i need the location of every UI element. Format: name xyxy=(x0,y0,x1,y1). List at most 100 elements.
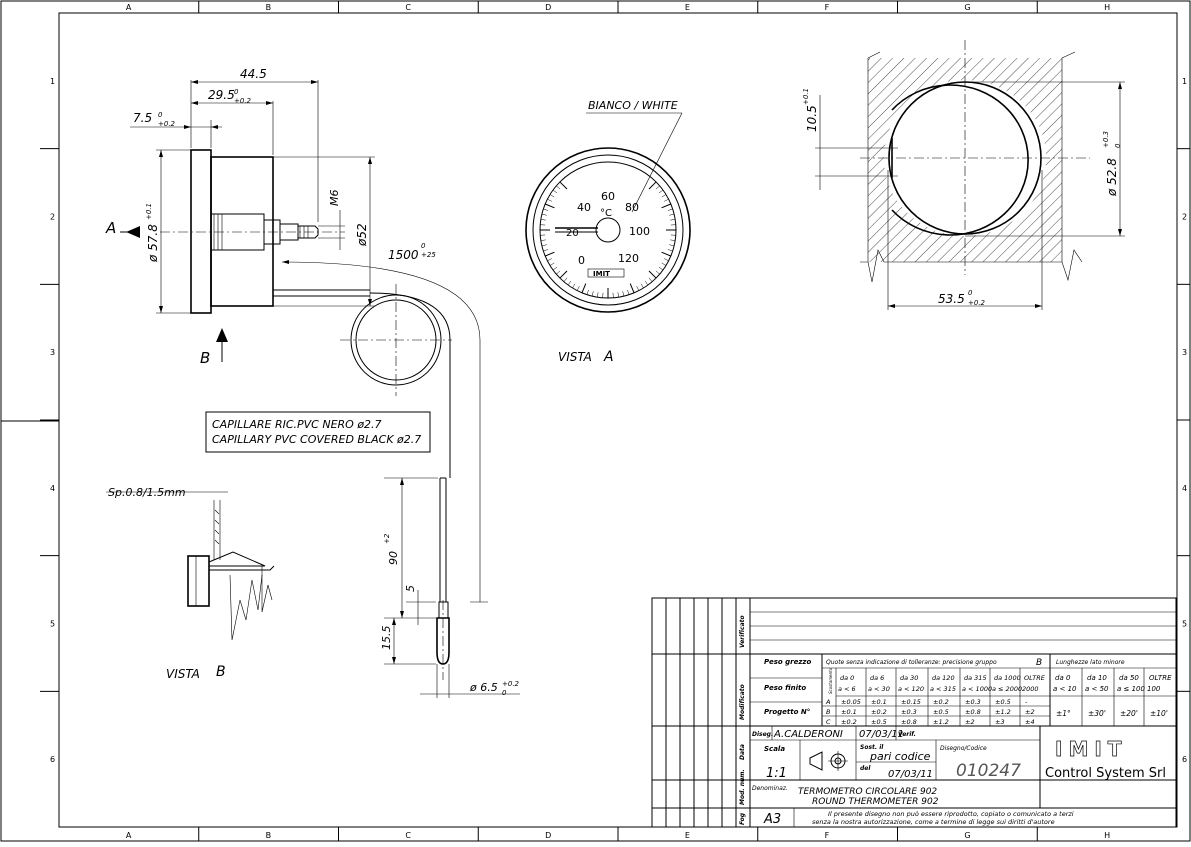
grid-col-label: A xyxy=(126,831,132,840)
tol-range-bot: a ≤ 2000 xyxy=(992,685,1022,693)
tol-cell: ±0.2 xyxy=(933,698,949,706)
ang-value: ±20' xyxy=(1120,709,1138,718)
dial-label-40: 40 xyxy=(577,201,591,214)
tol-range-top: da 0 xyxy=(840,674,854,682)
grid-col-label: F xyxy=(825,831,830,840)
copyright-line-2: senza la nostra autorizzazione, come a t… xyxy=(812,818,1055,826)
dim-diameter-tol: +0.1 xyxy=(145,203,153,220)
rev-label-fog: Fog xyxy=(739,812,746,825)
ang-range-bot: a < 50 xyxy=(1085,685,1109,693)
tol-range-top: da 30 xyxy=(900,674,918,682)
ang-range-top: da 10 xyxy=(1087,674,1107,682)
dim-cutout-width-tol-top: 0 xyxy=(968,289,973,297)
grid-row-label: 5 xyxy=(50,620,55,629)
tol-range-top: da 315 xyxy=(964,674,987,682)
grid-col-label: D xyxy=(545,831,551,840)
tol-cell: ±0.2 xyxy=(841,718,857,726)
ang-value: ±10' xyxy=(1150,709,1168,718)
panel-cutout: 53.5 0 +0.2 ø 52.8 +0.3 0 10.5 +0.1 xyxy=(802,40,1125,310)
drawing-code: 010247 xyxy=(956,761,1021,781)
grid-col-label: A xyxy=(126,3,132,12)
grid-row-label: 1 xyxy=(50,77,55,86)
dim-body-tol-bot: +0.2 xyxy=(234,97,252,105)
rev-label-data: Data xyxy=(739,744,746,760)
view-a-label: VISTA xyxy=(558,350,592,364)
tol-range-bot: 2000 xyxy=(1022,685,1039,693)
view-b-letter: B xyxy=(216,664,226,680)
tol-cell: ±1.2 xyxy=(995,708,1011,716)
tol-range-top: da 1000 xyxy=(994,674,1021,682)
sost-value: pari codice xyxy=(869,750,931,763)
grid-col-label: G xyxy=(964,3,970,12)
ang-value: ±30' xyxy=(1088,709,1106,718)
ang-range-bot: a ≤ 100 xyxy=(1117,685,1146,693)
tol-range-top: da 6 xyxy=(870,674,884,682)
tol-cell: ±1.2 xyxy=(933,718,949,726)
tol-cell: ±0.3 xyxy=(965,698,981,706)
dim-flange-tol-bot: +0.2 xyxy=(158,120,176,128)
ang-value: ±1° xyxy=(1056,709,1071,718)
tol-cell: ±0.5 xyxy=(995,698,1011,706)
company-name: Control System Srl xyxy=(1045,766,1166,781)
tol-cell: ±0.5 xyxy=(933,708,949,716)
dim-bulb-diameter: ø 6.5 xyxy=(469,681,498,694)
grid-row-label: 1 xyxy=(1182,77,1187,86)
code-label: Disegno/Codice xyxy=(940,745,987,752)
dim-overall: 44.5 xyxy=(240,67,267,81)
grid-col-label: H xyxy=(1104,3,1110,12)
dial-label-120: 120 xyxy=(618,252,639,265)
dial-label-20: 20 xyxy=(566,228,579,239)
len-header: Lunghezze lato minore xyxy=(1056,659,1125,666)
dial-label-0: 0 xyxy=(578,254,585,267)
tol-cell: ±4 xyxy=(1025,718,1035,726)
tol-cell: - xyxy=(1025,698,1028,706)
tol-range-bot: a < 120 xyxy=(898,685,924,693)
tol-cell: ±0.3 xyxy=(901,708,917,716)
view-b-detail: Sp.0.8/1.5mm VISTA B xyxy=(106,486,274,681)
view-a-letter: A xyxy=(603,349,614,365)
grid-col-label: G xyxy=(964,831,970,840)
dial-brand-text: IMIT xyxy=(593,270,610,278)
tol-cell: ±0.2 xyxy=(871,708,887,716)
tol-cell: ±0.05 xyxy=(841,698,861,706)
grid-col-label: D xyxy=(545,3,551,12)
dim-bulb-dia-tol: +0.2 xyxy=(502,680,520,688)
dim-cutout-flat-tol: +0.1 xyxy=(802,88,810,105)
title-en: ROUND THERMOMETER 902 xyxy=(812,797,939,807)
dim-cutout-diameter: ø 52.8 xyxy=(1105,158,1119,197)
sheet-format: A3 xyxy=(763,812,781,827)
tol-range-top: OLTRE xyxy=(1024,674,1046,682)
dim-body-diameter: ø52 xyxy=(355,223,369,247)
copyright-line-1: Il presente disegno non può essere ripro… xyxy=(828,810,1074,818)
grid-col-label: H xyxy=(1104,831,1110,840)
tol-cell: ±0.8 xyxy=(901,718,917,726)
ang-range-bot: a < 10 xyxy=(1053,685,1077,693)
dim-diameter: ø 57.8 xyxy=(146,224,160,263)
side-view: 44.5 29.5 0 +0.2 7.5 0 +0.2 ø 57.8 +0.1 … xyxy=(105,67,375,367)
del-label: del xyxy=(860,765,871,772)
capillary-note-en: CAPILLARY PVC COVERED BLACK ø2.7 xyxy=(212,433,421,446)
dim-capillary-length: 1500 xyxy=(388,248,419,262)
dim-cutout-flat: 10.5 xyxy=(805,105,819,132)
rev-label-modificato: Modificato xyxy=(739,684,746,720)
dim-bulb-dia-tol2: 0 xyxy=(502,689,507,697)
tol-group: B xyxy=(1036,658,1042,668)
disegnatore: A.CALDERONI xyxy=(773,729,843,740)
peso-finito: Peso finito xyxy=(764,684,806,692)
tol-range-bot: a < 30 xyxy=(868,685,890,693)
ang-range-bot: 100 xyxy=(1147,685,1161,693)
dim-cutout-width-tol-bot: +0.2 xyxy=(968,299,986,307)
dial-unit: °C xyxy=(600,208,612,219)
ang-range-top: da 50 xyxy=(1119,674,1139,682)
grid-col-label: C xyxy=(405,831,411,840)
capillary-note-it: CAPILLARE RIC.PVC NERO ø2.7 xyxy=(212,418,382,431)
tol-range-bot: a < 6 xyxy=(838,685,856,693)
dim-flange-tol-top: 0 xyxy=(158,111,163,119)
tol-cell: ±0.8 xyxy=(965,708,981,716)
grid-row-label: 6 xyxy=(1182,755,1187,764)
tol-cell: ±3 xyxy=(995,718,1005,726)
grid-col-label: C xyxy=(405,3,411,12)
dim-cutout-dia-tol-top: +0.3 xyxy=(1102,131,1110,148)
